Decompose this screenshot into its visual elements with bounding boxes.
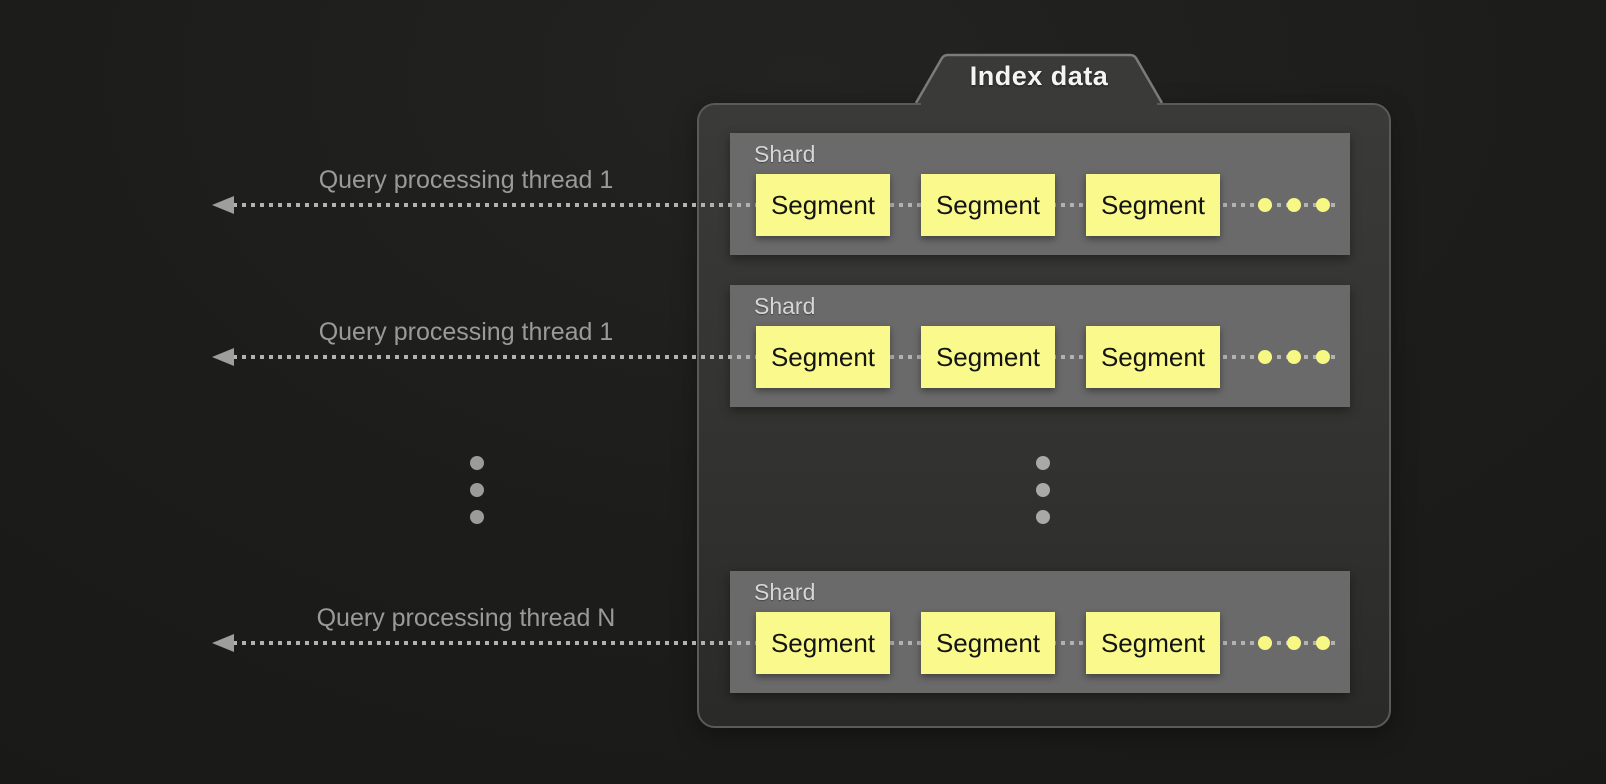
tab-panel-join — [921, 101, 1157, 110]
thread-label: Query processing thread N — [316, 604, 616, 632]
segment-box: Segment — [1086, 612, 1220, 674]
shard-label: Shard — [754, 579, 816, 605]
segment-box: Segment — [756, 612, 890, 674]
shard-row: Shard Segment Segment Segment — [730, 133, 1350, 255]
shard-label: Shard — [754, 141, 816, 167]
shard-row: Shard Segment Segment Segment — [730, 285, 1350, 407]
segment-box: Segment — [1086, 326, 1220, 388]
more-segments-ellipsis-icon — [1258, 636, 1330, 650]
more-segments-ellipsis-icon — [1258, 350, 1330, 364]
vertical-ellipsis-icon — [470, 456, 484, 524]
segment-list: Segment Segment Segment — [756, 326, 1220, 388]
segment-list: Segment Segment Segment — [756, 612, 1220, 674]
shard-label: Shard — [754, 293, 816, 319]
index-data-panel: Index data Shard Segment Segment Segment… — [697, 53, 1391, 728]
more-segments-ellipsis-icon — [1258, 198, 1330, 212]
left-arrowhead-icon — [212, 348, 234, 366]
segment-box: Segment — [921, 326, 1055, 388]
segment-box: Segment — [1086, 174, 1220, 236]
index-data-tab — [915, 53, 1163, 103]
thread-label: Query processing thread 1 — [318, 166, 614, 194]
vertical-ellipsis-icon — [1036, 456, 1050, 524]
segment-box: Segment — [756, 174, 890, 236]
segment-box: Segment — [921, 612, 1055, 674]
segment-box: Segment — [756, 326, 890, 388]
shard-row: Shard Segment Segment Segment — [730, 571, 1350, 693]
index-data-tab-label: Index data — [969, 61, 1109, 91]
left-arrowhead-icon — [212, 196, 234, 214]
left-arrowhead-icon — [212, 634, 234, 652]
thread-label: Query processing thread 1 — [318, 318, 614, 346]
segment-box: Segment — [921, 174, 1055, 236]
segment-list: Segment Segment Segment — [756, 174, 1220, 236]
